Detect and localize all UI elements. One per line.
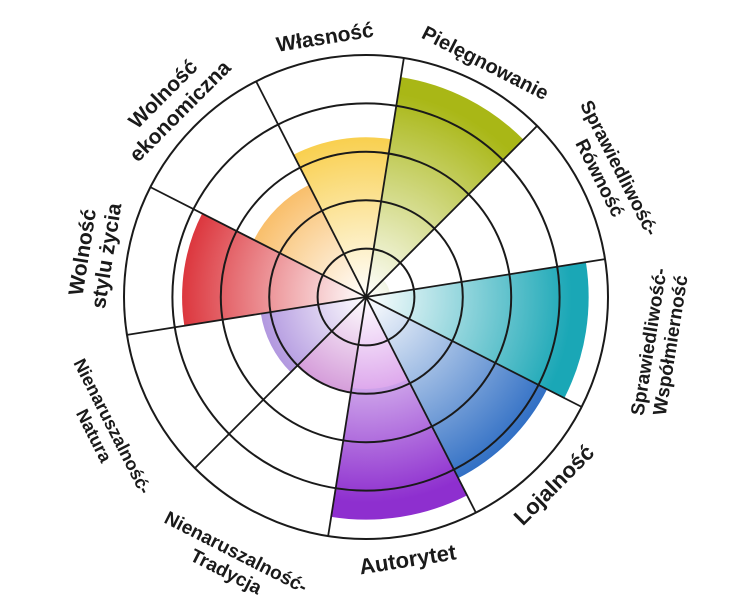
label-wolno-stylu-ycia: Wolnośćstylu życia bbox=[63, 198, 126, 311]
label-line: Autorytet bbox=[357, 539, 458, 579]
inner-wedge-nienaruszalno-tradycja bbox=[297, 297, 366, 393]
spoke-line bbox=[126, 296, 367, 336]
spoke-line bbox=[327, 296, 367, 537]
wedge-wolno-ekonomiczna bbox=[253, 184, 366, 297]
wedge-piel-gnowanie bbox=[366, 77, 524, 297]
ring-4 bbox=[171, 102, 561, 492]
spoke-line bbox=[365, 57, 405, 298]
label-w-asno-: Własność bbox=[275, 19, 376, 57]
label-autorytet: Autorytet bbox=[357, 539, 458, 579]
spoke-line bbox=[365, 125, 538, 298]
label-line: Lojalność bbox=[509, 440, 599, 530]
spoke-line bbox=[365, 296, 583, 408]
spoke-line bbox=[365, 296, 477, 514]
ring-2 bbox=[268, 199, 464, 395]
ring-5 bbox=[123, 54, 609, 540]
label-line: Własność bbox=[275, 19, 376, 57]
ring-3 bbox=[219, 150, 513, 444]
spoke-line bbox=[255, 80, 367, 298]
spoke-line bbox=[194, 296, 367, 469]
grid-group bbox=[123, 54, 609, 540]
wedge-lojalno- bbox=[366, 297, 548, 479]
label-nienaruszalno-tradycja: Nienaruszalność-Tradycja bbox=[151, 508, 311, 600]
spoke-line bbox=[365, 258, 606, 298]
spoke-line bbox=[149, 186, 367, 298]
wedge-group bbox=[182, 77, 589, 520]
label-sprawiedliwo-wsp-mierno-: Sprawiedliwość-Współmierność bbox=[628, 267, 694, 421]
ring-1 bbox=[316, 247, 416, 347]
label-sprawiedliwo-r-wno-: Sprawiedliwość-Równość bbox=[556, 97, 662, 249]
wedge-sprawiedliwo-r-wno- bbox=[366, 279, 390, 297]
label-nienaruszalno-natura: Nienaruszalność-Natura bbox=[51, 355, 155, 506]
wedge-sprawiedliwo-wsp-mierno- bbox=[366, 262, 589, 399]
wedge-w-asno- bbox=[293, 137, 391, 297]
label-wolno-ekonomiczna: Wolnośćekonomiczna bbox=[108, 39, 236, 167]
label-lojalno-: Lojalność bbox=[509, 440, 599, 530]
